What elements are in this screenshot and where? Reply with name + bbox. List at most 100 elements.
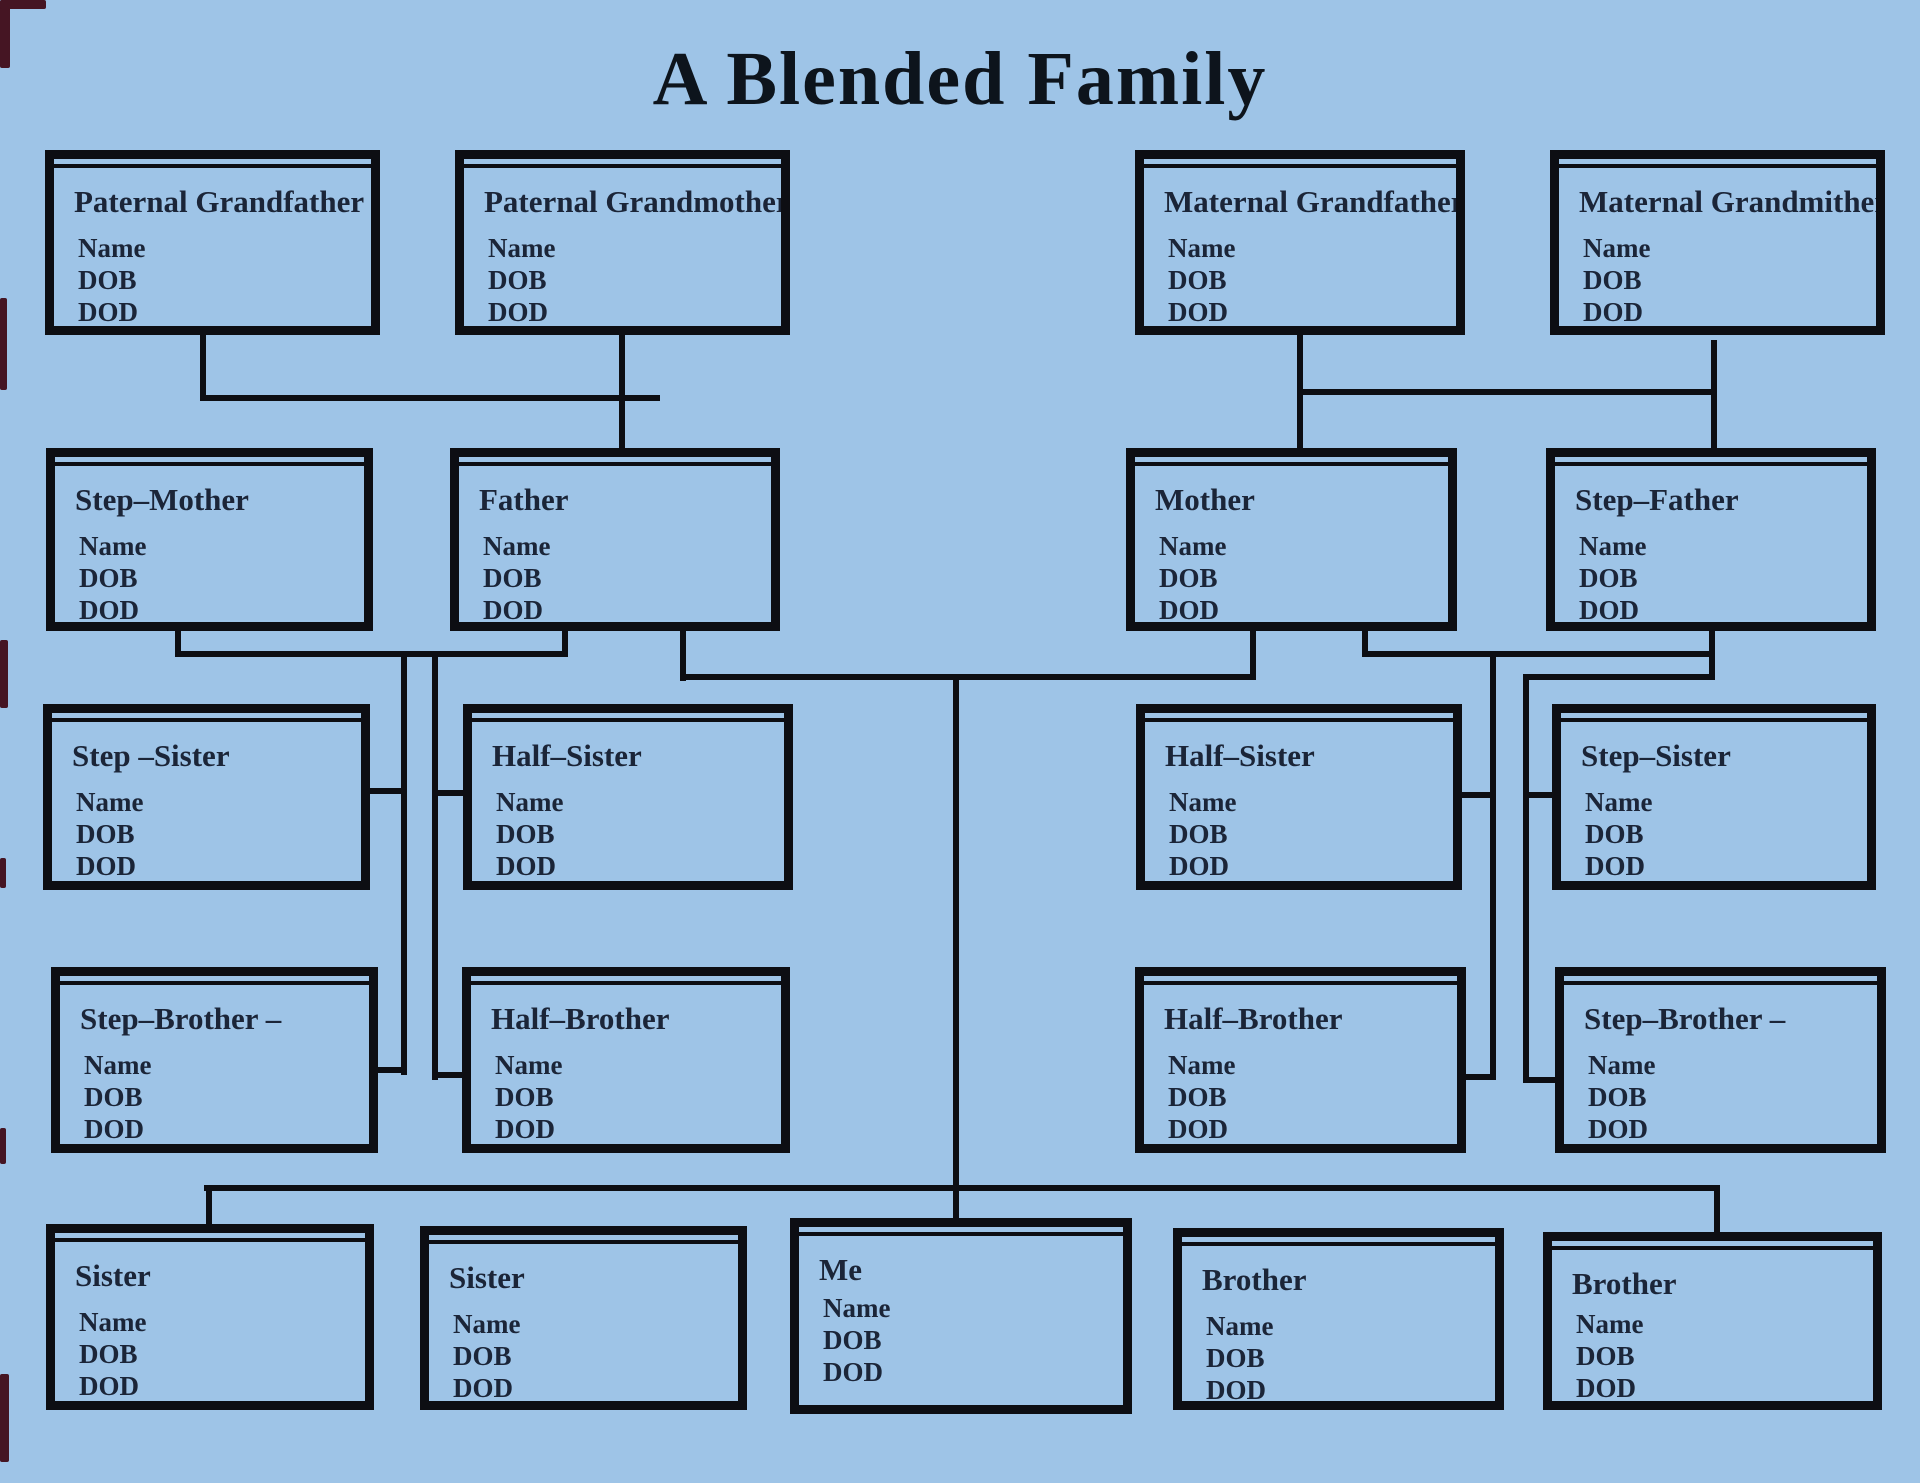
connector-sister-1-drop <box>206 1185 212 1227</box>
connector-right-inner-horizontal <box>1523 674 1715 680</box>
connector-right-marriage-horizontal <box>1362 651 1715 657</box>
scan-artifact <box>0 298 7 390</box>
field-dod: DOD <box>1583 296 1643 327</box>
field-dob: DOB <box>1159 562 1218 593</box>
field-dob: DOB <box>488 264 547 295</box>
field-name: Name <box>488 233 556 264</box>
field-dob: DOB <box>496 818 555 849</box>
box-title: Maternal Grandfather <box>1164 184 1465 219</box>
connector-right-step-rail <box>1523 674 1529 1083</box>
connector-bottom-horizontal <box>204 1185 1720 1191</box>
box-half-sister-right: Half–Sister Name DOB DOD <box>1136 704 1462 890</box>
box-mother: Mother Name DOB DOD <box>1126 448 1457 631</box>
scan-artifact <box>0 0 46 9</box>
field-name: Name <box>823 1293 891 1324</box>
field-dod: DOD <box>496 850 556 881</box>
field-dod: DOD <box>76 850 136 881</box>
field-name: Name <box>483 531 551 562</box>
connector-left-half-rail <box>432 651 438 1080</box>
connector-stub-step-sister-left <box>370 788 404 794</box>
connector-father-marriage-drop <box>562 631 568 657</box>
box-title: Me <box>819 1252 863 1287</box>
field-name: Name <box>495 1050 563 1081</box>
field-name: Name <box>78 233 146 264</box>
field-name: Name <box>453 1309 521 1340</box>
field-dob: DOB <box>84 1081 143 1112</box>
scan-artifact <box>0 640 8 708</box>
box-title: Step–Brother – <box>1584 1001 1786 1036</box>
box-title: Sister <box>449 1260 525 1295</box>
field-dod: DOD <box>823 1356 883 1387</box>
field-name: Name <box>1576 1309 1644 1340</box>
connector-brother-2-drop <box>1714 1185 1720 1233</box>
connector-stub-half-sister-right <box>1462 792 1493 798</box>
box-sister-1: Sister Name DOB DOD <box>46 1224 374 1410</box>
connector-stub-half-brother-right <box>1466 1074 1493 1080</box>
box-title: Half–Brother <box>491 1001 670 1036</box>
connector-right-half-rail <box>1490 651 1496 1080</box>
box-title: Mother <box>1155 482 1255 517</box>
box-step-sister-left: Step –Sister Name DOB DOD <box>43 704 370 890</box>
connector-center-horizontal <box>680 674 1256 680</box>
field-dod: DOD <box>1585 850 1645 881</box>
field-dob: DOB <box>76 818 135 849</box>
field-name: Name <box>1159 531 1227 562</box>
box-sister-2: Sister Name DOB DOD <box>420 1226 747 1410</box>
connector-stub-step-brother-right <box>1526 1077 1558 1083</box>
field-dod: DOD <box>1168 1113 1228 1144</box>
field-dod: DOD <box>1579 594 1639 625</box>
field-name: Name <box>84 1050 152 1081</box>
field-dod: DOD <box>1168 296 1228 327</box>
field-name: Name <box>1168 233 1236 264</box>
field-dob: DOB <box>78 264 137 295</box>
field-name: Name <box>79 531 147 562</box>
scan-artifact <box>0 858 6 888</box>
box-title: Brother <box>1572 1266 1677 1301</box>
field-dob: DOB <box>1583 264 1642 295</box>
box-father: Father Name DOB DOD <box>450 448 780 631</box>
connector-maternal-horizontal <box>1297 389 1717 395</box>
box-maternal-grandmother: Maternal Grandmither Name DOB DOD <box>1550 150 1885 335</box>
connector-stub-half-sister-left <box>435 790 468 796</box>
field-dob: DOB <box>495 1081 554 1112</box>
box-step-father: Step–Father Name DOB DOD <box>1546 448 1876 631</box>
field-dod: DOD <box>1576 1372 1636 1403</box>
field-dob: DOB <box>1168 264 1227 295</box>
box-title: Brother <box>1202 1262 1307 1297</box>
box-maternal-grandfather: Maternal Grandfather Name DOB DOD <box>1135 150 1465 335</box>
field-dob: DOB <box>1169 818 1228 849</box>
field-dob: DOB <box>1588 1081 1647 1112</box>
connector-mother-marriage-drop <box>1362 631 1368 657</box>
box-title: Paternal Grandfather <box>74 184 365 219</box>
field-dod: DOD <box>1159 594 1219 625</box>
field-name: Name <box>1583 233 1651 264</box>
connector-mother-children-drop <box>1250 631 1256 680</box>
box-half-sister-left: Half–Sister Name DOB DOD <box>463 704 793 890</box>
connector-step-father-drop <box>1709 631 1715 680</box>
field-name: Name <box>79 1307 147 1338</box>
field-name: Name <box>1579 531 1647 562</box>
field-dod: DOD <box>1206 1374 1266 1405</box>
scan-artifact <box>0 1374 9 1462</box>
field-dod: DOD <box>483 594 543 625</box>
box-title: Maternal Grandmither <box>1579 184 1885 219</box>
connector-left-marriage-horizontal <box>175 651 568 657</box>
connector-paternal-grandfather-drop <box>200 335 206 401</box>
field-dob: DOB <box>79 562 138 593</box>
connector-paternal-grandmother-to-father <box>619 335 625 448</box>
field-dod: DOD <box>495 1113 555 1144</box>
field-dod: DOD <box>78 296 138 327</box>
box-step-brother-right: Step–Brother – Name DOB DOD <box>1555 967 1886 1153</box>
field-dod: DOD <box>1169 850 1229 881</box>
box-title: Sister <box>75 1258 151 1293</box>
box-step-brother-left: Step–Brother – Name DOB DOD <box>51 967 378 1153</box>
field-dob: DOB <box>1168 1081 1227 1112</box>
connector-stub-step-sister-right <box>1526 792 1556 798</box>
field-name: Name <box>76 787 144 818</box>
field-dod: DOD <box>453 1372 513 1403</box>
field-name: Name <box>1168 1050 1236 1081</box>
box-title: Step–Sister <box>1581 738 1731 773</box>
box-title: Half–Brother <box>1164 1001 1343 1036</box>
scan-artifact <box>0 1128 6 1164</box>
